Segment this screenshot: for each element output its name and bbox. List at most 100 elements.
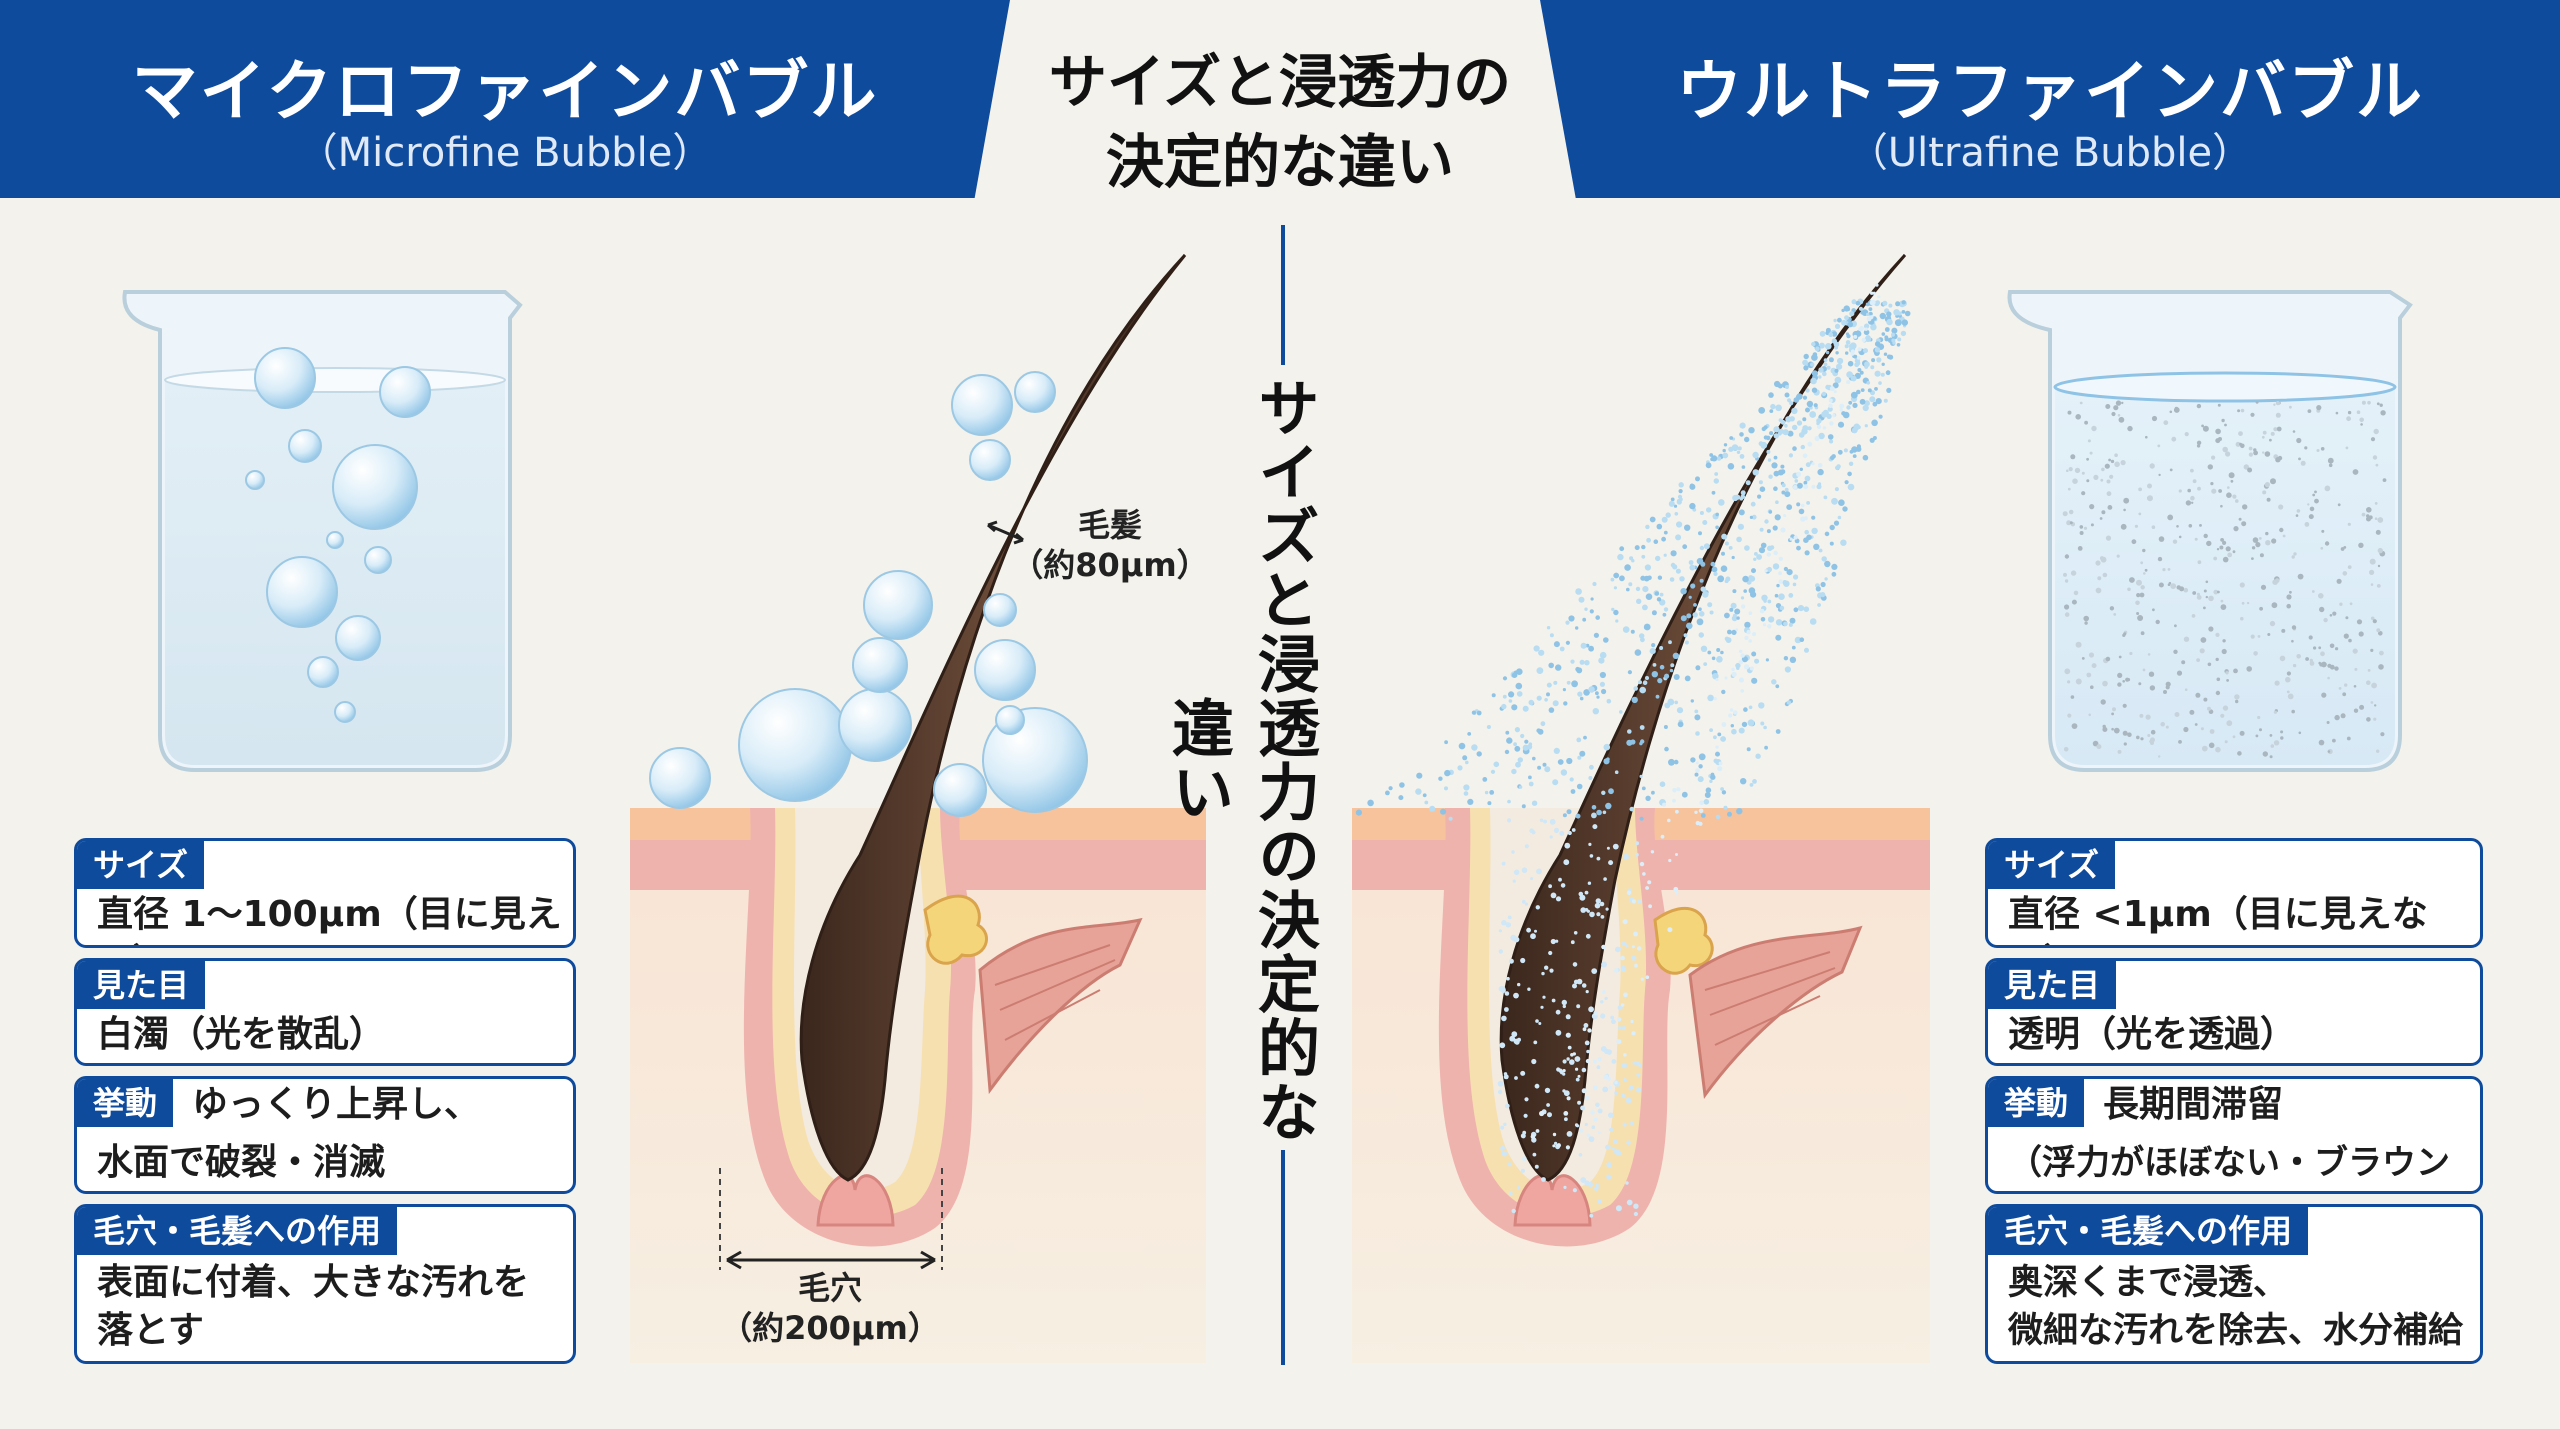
ultrafine-bubble — [1804, 529, 1809, 535]
ultrafine-bubble — [1632, 1061, 1636, 1065]
ultrafine-bubble — [1625, 1181, 1629, 1185]
ultrafine-bubble-dot — [2089, 504, 2095, 510]
ultrafine-bubble — [1522, 744, 1529, 751]
ultrafine-bubble — [1705, 787, 1712, 793]
ultrafine-bubble — [1773, 486, 1778, 492]
ultrafine-bubble-dot — [2255, 400, 2259, 404]
ultrafine-bubble — [1864, 327, 1868, 331]
ultrafine-bubble — [1904, 310, 1911, 317]
ultrafine-bubble — [1656, 597, 1662, 602]
ultrafine-bubble — [1756, 554, 1762, 560]
ultrafine-bubble — [1546, 626, 1551, 630]
card-inline-text: 長期間滞留 — [2103, 1084, 2284, 1125]
ultrafine-bubble — [1693, 603, 1697, 607]
ultrafine-bubble — [1670, 663, 1675, 668]
ultrafine-bubble — [1504, 991, 1510, 996]
ultrafine-bubble — [1864, 323, 1870, 329]
ultrafine-bubble-dot — [2117, 672, 2123, 679]
ultrafine-bubble — [1538, 649, 1545, 656]
ultrafine-bubble — [1508, 699, 1513, 703]
ultrafine-bubble — [1575, 626, 1579, 630]
ultrafine-bubble-dot — [2213, 589, 2219, 595]
ultrafine-bubble — [1872, 291, 1876, 295]
ultrafine-bubble — [1846, 371, 1853, 378]
ultrafine-bubble — [1698, 611, 1705, 617]
ultrafine-bubble — [1897, 337, 1902, 342]
ultrafine-bubble-dot — [2102, 680, 2108, 687]
ultrafine-bubble — [1732, 613, 1737, 618]
ultrafine-bubble — [1723, 443, 1728, 447]
ultrafine-bubble-dot — [2104, 463, 2110, 469]
ultrafine-bubble — [1711, 490, 1716, 495]
ultrafine-bubble — [1715, 525, 1719, 530]
ultrafine-bubble — [1888, 303, 1893, 308]
ultrafine-bubble — [1513, 869, 1520, 876]
ultrafine-bubble-dot — [2243, 464, 2249, 470]
ultrafine-bubble — [1720, 736, 1726, 742]
ultrafine-bubble-dot — [2102, 572, 2108, 578]
ultrafine-bubble-dot — [2188, 524, 2193, 528]
ultrafine-bubble — [1648, 904, 1652, 909]
ultrafine-bubble — [1621, 941, 1627, 946]
ultrafine-bubble-dot — [2324, 541, 2330, 546]
ultrafine-bubble — [1850, 391, 1858, 399]
ultrafine-bubble-dot — [2208, 595, 2214, 602]
card-text: 透明（光を透過） — [2008, 1014, 2297, 1055]
ultrafine-bubble — [1811, 515, 1816, 520]
ultrafine-bubble — [1807, 441, 1813, 447]
ultrafine-bubble — [1846, 380, 1851, 385]
ultrafine-bubble — [1529, 828, 1534, 833]
ultrafine-bubble — [1564, 1117, 1568, 1122]
ultrafine-bubble — [1605, 1144, 1611, 1151]
ultrafine-bubble-dot — [2117, 414, 2121, 417]
ultrafine-bubble-dot — [2349, 602, 2353, 606]
ultrafine-bubble — [1562, 1004, 1567, 1009]
ultrafine-bubble-dot — [2138, 682, 2142, 686]
ultrafine-bubble-dot — [2081, 657, 2085, 660]
ultrafine-bubble — [1587, 1028, 1592, 1033]
ultrafine-bubble-dot — [2255, 734, 2259, 738]
ultrafine-bubble — [1695, 761, 1699, 765]
ultrafine-bubble — [1669, 668, 1674, 673]
ultrafine-bubble — [1707, 650, 1712, 655]
ultrafine-bubble-dot — [2216, 677, 2221, 682]
ultrafine-bubble — [1692, 612, 1698, 618]
ultrafine-bubble — [1871, 358, 1876, 363]
ultrafine-bubble — [1802, 417, 1807, 422]
ultrafine-bubble — [1640, 637, 1645, 643]
ultrafine-bubble — [1713, 735, 1717, 740]
ultrafine-bubble — [1832, 382, 1839, 389]
ultrafine-bubble — [1758, 702, 1765, 709]
ultrafine-bubble — [1584, 660, 1590, 666]
ultrafine-bubble-dot — [2240, 616, 2244, 621]
ultrafine-bubble-dot — [2271, 538, 2277, 544]
ultrafine-bubble-dot — [2123, 508, 2126, 512]
ultrafine-bubble-dot — [2326, 721, 2330, 724]
ultrafine-bubble — [1575, 1077, 1580, 1082]
ultrafine-bubble-dot — [2286, 690, 2290, 694]
ultrafine-bubble — [1584, 890, 1589, 895]
ultrafine-bubble — [1711, 656, 1716, 661]
ultrafine-bubble-dot — [2110, 459, 2115, 464]
ultrafine-bubble — [1766, 529, 1771, 534]
ultrafine-bubble — [1793, 535, 1798, 540]
ultrafine-bubble — [1793, 574, 1799, 580]
ultrafine-bubble — [1562, 1059, 1567, 1064]
ultrafine-bubble-dot — [2240, 408, 2245, 413]
ultrafine-bubble — [1680, 615, 1687, 622]
ultrafine-bubble — [1688, 595, 1692, 599]
ultrafine-bubble-dot — [2206, 540, 2212, 547]
ultrafine-bubble-dot — [2370, 583, 2374, 586]
ultrafine-bubble — [1620, 1003, 1625, 1007]
ultrafine-bubble — [1575, 588, 1582, 595]
ultrafine-bubble-dot — [2184, 432, 2189, 437]
ultrafine-bubble-dot — [2280, 730, 2284, 734]
ultrafine-bubble — [1501, 1015, 1507, 1022]
ultrafine-bubble — [1705, 462, 1712, 469]
ultrafine-bubble-dot — [2199, 648, 2205, 654]
ultrafine-bubble-dot — [2348, 638, 2352, 643]
ultrafine-bubble-dot — [2158, 536, 2165, 542]
ultrafine-bubble — [1592, 1085, 1598, 1091]
ultrafine-bubble — [1763, 725, 1767, 730]
ultrafine-bubble-dot — [2178, 489, 2182, 493]
